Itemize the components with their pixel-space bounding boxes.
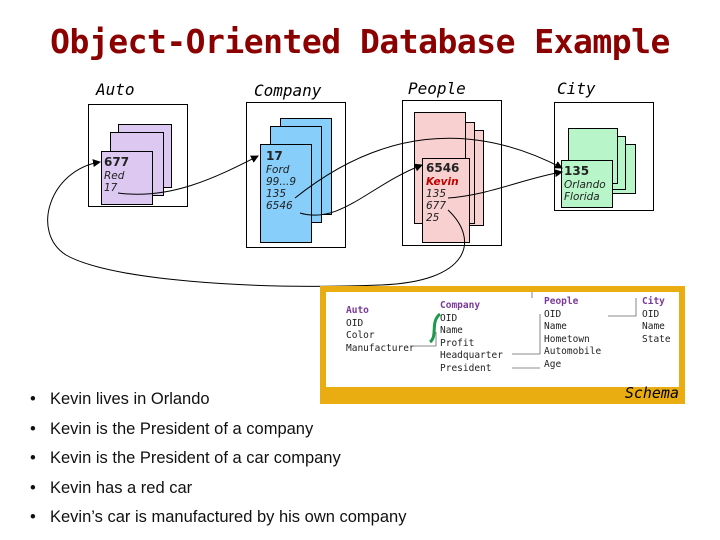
page-title: Object-Oriented Database Example bbox=[50, 22, 670, 61]
city-card bbox=[561, 160, 613, 208]
schema-people-field: Name bbox=[544, 321, 567, 332]
schema-auto-title: Auto bbox=[346, 305, 369, 316]
bullet-item: • Kevin is the President of a car company bbox=[30, 444, 406, 474]
bullet-item: • Kevin is the President of a company bbox=[30, 415, 406, 445]
city-name: Orlando bbox=[564, 179, 606, 191]
bullet-text: Kevin is the President of a car company bbox=[50, 449, 341, 467]
people-age: 25 bbox=[426, 212, 440, 224]
schema-city: City OID Name State bbox=[642, 296, 671, 346]
schema-links bbox=[410, 292, 637, 369]
schema-people-field: OID bbox=[544, 308, 562, 320]
auto-manufacturer: 17 bbox=[104, 182, 118, 194]
schema-auto-field: Manufacturer bbox=[346, 342, 415, 354]
schema-auto-field: OID bbox=[346, 317, 364, 329]
bullet-text: Kevin is the President of a company bbox=[50, 419, 314, 438]
people-automobile: 677 bbox=[426, 200, 447, 212]
schema-company-field: Profit bbox=[440, 337, 475, 349]
arrow-company-to-people bbox=[299, 163, 423, 216]
schema-link-company-people bbox=[512, 314, 541, 355]
schema-auto-field: Color bbox=[346, 330, 375, 341]
bullet-item: • Kevin has a red car bbox=[30, 474, 406, 504]
city-state: Florida bbox=[564, 191, 600, 203]
schema-company-field: OID bbox=[440, 312, 458, 324]
company-oid: 17 bbox=[266, 149, 283, 163]
schema-company-field: Name bbox=[440, 325, 463, 336]
auto-oid: 677 bbox=[104, 155, 130, 169]
people-hometown: 135 bbox=[426, 188, 447, 200]
schema-city-title: City bbox=[642, 296, 665, 307]
arrow-people-to-auto bbox=[47, 159, 465, 287]
schema-company-field: President bbox=[440, 362, 492, 374]
schema-company-field: Headquarter bbox=[440, 350, 503, 361]
bullet-icon: • bbox=[30, 449, 36, 467]
company-president: 6546 bbox=[266, 200, 293, 212]
schema-city-field: OID bbox=[642, 308, 660, 320]
auto-color: Red bbox=[104, 170, 125, 182]
people-name: Kevin bbox=[426, 176, 459, 188]
bullet-text: Kevin lives in Orlando bbox=[50, 390, 210, 408]
schema-label: Schema bbox=[624, 384, 679, 402]
company-card bbox=[260, 144, 312, 243]
bullet-text: Kevin’s car is manufactured by his own c… bbox=[50, 508, 407, 526]
people-oid: 6546 bbox=[426, 161, 460, 175]
bullet-icon: • bbox=[30, 478, 36, 497]
schema-auto: Auto OID Color Manufacturer bbox=[346, 305, 415, 355]
auto-card bbox=[101, 151, 153, 205]
bullet-item: • Kevin lives in Orlando bbox=[30, 385, 406, 415]
bullet-list: • Kevin lives in Orlando • Kevin is the Pr… bbox=[30, 385, 406, 533]
schema-people-field: Hometown bbox=[544, 333, 590, 345]
city-card-text: 135 Orlando Florida bbox=[564, 164, 606, 203]
auto-card-text: 677 Red 17 bbox=[104, 155, 129, 194]
schema-link-brace bbox=[428, 312, 442, 344]
schema-people: People OID Name Hometown Automobile Age bbox=[544, 296, 601, 371]
company-name: Ford bbox=[266, 164, 290, 176]
company-card-text: 17 Ford 99...9 135 6546 bbox=[266, 149, 296, 212]
bullet-icon: • bbox=[30, 419, 36, 438]
schema-people-title: People bbox=[544, 296, 579, 307]
schema-link-people-city bbox=[531, 292, 637, 317]
city-oid: 135 bbox=[564, 164, 590, 178]
schema-people-field: Age bbox=[544, 358, 562, 370]
company-headquarter: 135 bbox=[266, 188, 287, 200]
schema-link-auto-company bbox=[410, 332, 437, 347]
schema-company-title: Company bbox=[440, 300, 481, 311]
column-label-company: Company bbox=[254, 81, 322, 100]
bullet-text: Kevin has a red car bbox=[50, 478, 193, 497]
company-profit: 99...9 bbox=[266, 176, 297, 188]
schema-city-field: State bbox=[642, 333, 671, 345]
column-label-city: City bbox=[557, 79, 596, 98]
schema-diagram: Auto OID Color Manufacturer Company OID … bbox=[326, 292, 679, 387]
bullet-icon: • bbox=[30, 508, 36, 526]
arrow-company-to-city bbox=[294, 137, 563, 199]
column-label-people: People bbox=[408, 79, 466, 98]
schema-panel: Auto OID Color Manufacturer Company OID … bbox=[320, 286, 685, 404]
column-label-auto: Auto bbox=[96, 80, 135, 99]
bullet-item: • Kevin’s car is manufactured by his own … bbox=[30, 503, 406, 533]
bullet-icon: • bbox=[30, 390, 36, 408]
schema-city-field: Name bbox=[642, 321, 665, 332]
arrow-auto-to-company bbox=[117, 155, 259, 195]
arrow-people-to-city bbox=[447, 169, 563, 199]
people-card-text: 6546 Kevin 135 677 25 bbox=[426, 161, 459, 224]
schema-company: Company OID Name Profit Headquarter Pres… bbox=[440, 300, 503, 375]
schema-people-field: Automobile bbox=[544, 346, 602, 357]
